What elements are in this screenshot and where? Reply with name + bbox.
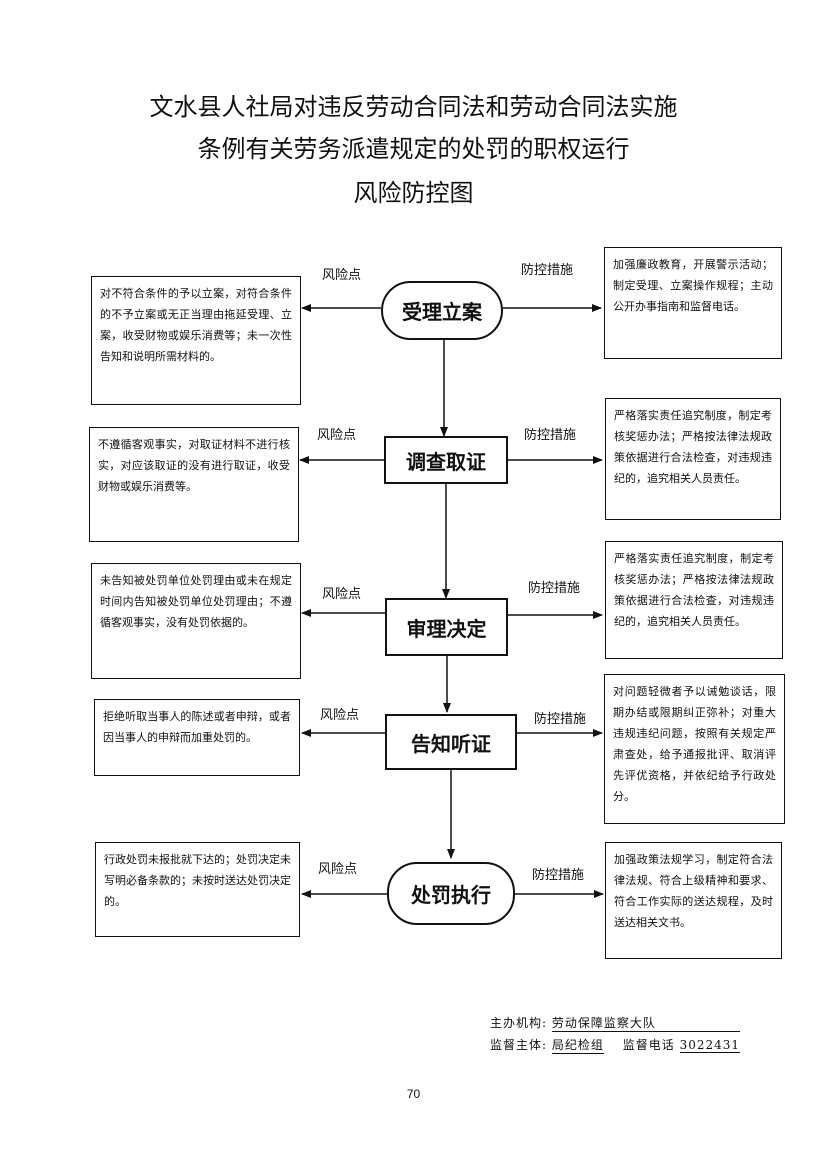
footer-phone-label: 监督电话 bbox=[622, 1038, 675, 1052]
stage-5-risk-box: 行政处罚未报批就下达的；处罚决定未写明必备条款的；未按时送达处罚决定的。 bbox=[95, 842, 300, 937]
stage-2-control-label: 防控措施 bbox=[524, 428, 577, 443]
stage-4-risk-label: 风险点 bbox=[320, 708, 360, 723]
footer-supervisor-value: 局纪检组 bbox=[551, 1038, 604, 1054]
stage-4-control-box: 对问题轻微者予以诫勉谈话，限期办结或限期纠正弥补；对重大违规违纪问题，按照有关规… bbox=[604, 674, 785, 824]
page-number: 70 bbox=[406, 1087, 421, 1101]
stage-2-risk-box: 不遵循客观事实，对取证材料不进行核实，对应该取证的没有进行取证，收受财物或娱乐消… bbox=[89, 427, 299, 542]
stage-5-risk-label: 风险点 bbox=[318, 862, 358, 877]
title-line-3: 风险防控图 bbox=[353, 179, 474, 207]
stage-4-risk-box: 拒绝听取当事人的陈述或者申辩，或者因当事人的申辩而加重处罚的。 bbox=[94, 699, 300, 776]
stage-1-risk-label: 风险点 bbox=[322, 268, 362, 283]
stage-1-control-label: 防控措施 bbox=[521, 263, 574, 278]
footer-phone-value: 3022431 bbox=[679, 1038, 741, 1053]
stage-3-control-label: 防控措施 bbox=[528, 581, 581, 596]
stage-2-control-box: 严格落实责任追究制度，制定考核奖惩办法；严格按法律法规政策依据进行合法检查，对违… bbox=[605, 398, 781, 520]
footer-host-label: 主办机构: bbox=[490, 1016, 548, 1030]
title-line-1: 文水县人社局对违反劳动合同法和劳动合同法实施 bbox=[149, 93, 678, 121]
stage-2-node: 调查取证 bbox=[384, 436, 508, 484]
stage-1-control-box: 加强廉政教育，开展警示活动；制定受理、立案操作规程；主动公开办事指南和监督电话。 bbox=[604, 247, 782, 359]
stage-2-risk-label: 风险点 bbox=[317, 428, 357, 443]
stage-5-control-label: 防控措施 bbox=[532, 868, 585, 883]
stage-1-node: 受理立案 bbox=[381, 281, 503, 340]
stage-5-node: 处罚执行 bbox=[387, 862, 515, 925]
title-line-2: 条例有关劳务派遣规定的处罚的职权运行 bbox=[197, 135, 630, 163]
stage-4-control-label: 防控措施 bbox=[534, 712, 587, 727]
stage-4-node: 告知听证 bbox=[385, 714, 517, 770]
footer-host-value: 劳动保障监察大队 bbox=[551, 1014, 740, 1032]
footer-supervisor-label: 监督主体: bbox=[490, 1038, 548, 1052]
footer-host: 主办机构: 劳动保障监察大队 bbox=[490, 1014, 740, 1032]
stage-3-control-box: 严格落实责任追究制度，制定考核奖惩办法；严格按法律法规政策依据进行合法检查，对违… bbox=[605, 541, 783, 659]
stage-5-control-box: 加强政策法规学习，制定符合法律法规、符合上级精神和要求、符合工作实际的送达规程，… bbox=[605, 842, 782, 959]
stage-3-risk-box: 未告知被处罚单位处罚理由或未在规定时间内告知被处罚单位处罚理由；不遵循客观事实，… bbox=[91, 563, 301, 679]
stage-3-node: 审理决定 bbox=[385, 598, 508, 656]
footer-supervisor: 监督主体: 局纪检组 监督电话 3022431 bbox=[490, 1036, 741, 1054]
stage-1-risk-box: 对不符合条件的予以立案，对符合条件的不予立案或无正当理由拖延受理、立案，收受财物… bbox=[91, 276, 301, 405]
stage-3-risk-label: 风险点 bbox=[322, 587, 362, 602]
